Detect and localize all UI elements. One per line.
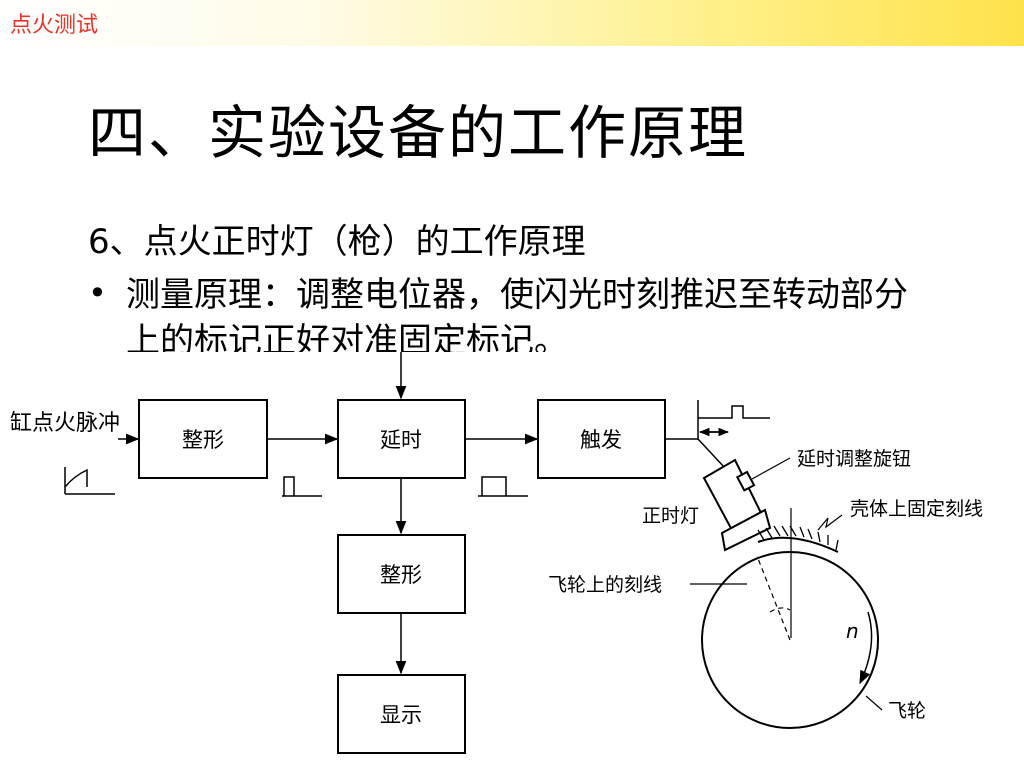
flywheel-label: 飞轮 [888, 700, 926, 722]
block-trigger-label: 触发 [580, 428, 622, 452]
timing-light-lamp [702, 458, 772, 552]
waveform-delayed-pulse [478, 476, 528, 497]
delay-knob-leader [751, 457, 791, 480]
rotation-arrow [859, 611, 873, 685]
block-trigger: 触发 [537, 399, 666, 479]
slide-subheading: 6、点火正时灯（枪）的工作原理 [88, 222, 586, 262]
flywheel-mark-label: 飞轮上的刻线 [548, 574, 662, 596]
bullet-item: • 测量原理：调整电位器，使闪光时刻推迟至转动部分上的标记正好对准固定标记。 [88, 272, 928, 352]
title-bar: 点火测试 [0, 0, 1024, 46]
block-shaping-2-label: 整形 [380, 563, 422, 587]
housing-mark-label: 壳体上固定刻线 [850, 498, 983, 520]
flywheel-circle [701, 551, 879, 729]
bullet-text: 测量原理：调整电位器，使闪光时刻推迟至转动部分上的标记正好对准固定标记。 [126, 275, 908, 352]
block-display-label: 显示 [380, 703, 422, 727]
block-shaping-1: 整形 [138, 399, 268, 479]
block-shaping-1-label: 整形 [182, 428, 224, 452]
block-delay-label: 延时 [380, 428, 422, 452]
trigger-to-lamp-line [697, 438, 726, 469]
timing-light-label: 正时灯 [642, 505, 699, 527]
block-display: 显示 [337, 674, 466, 754]
timing-light-diagram: 缸点火脉冲 整形 延时 触发 整形 显示 [10, 352, 983, 754]
block-shaping-2: 整形 [337, 534, 466, 614]
waveform-raw-pulse [64, 467, 115, 495]
slide-header-title: 点火测试 [10, 13, 99, 38]
block-delay: 延时 [337, 399, 466, 479]
flywheel-mark-lines [756, 555, 791, 641]
bullet-dot: • [88, 274, 107, 312]
rotation-label: n [846, 619, 859, 643]
slide-heading: 四、实验设备的工作原理 [88, 99, 749, 167]
delay-knob-label: 延时调整旋钮 [797, 448, 911, 470]
input-pulse-label: 缸点火脉冲 [10, 411, 120, 436]
waveform-shaped-pulse [282, 476, 322, 497]
flywheel-leader [865, 695, 883, 711]
housing-arc [757, 525, 839, 553]
fixed-mark-leader [817, 514, 843, 531]
trigger-output-pulse [697, 400, 770, 439]
